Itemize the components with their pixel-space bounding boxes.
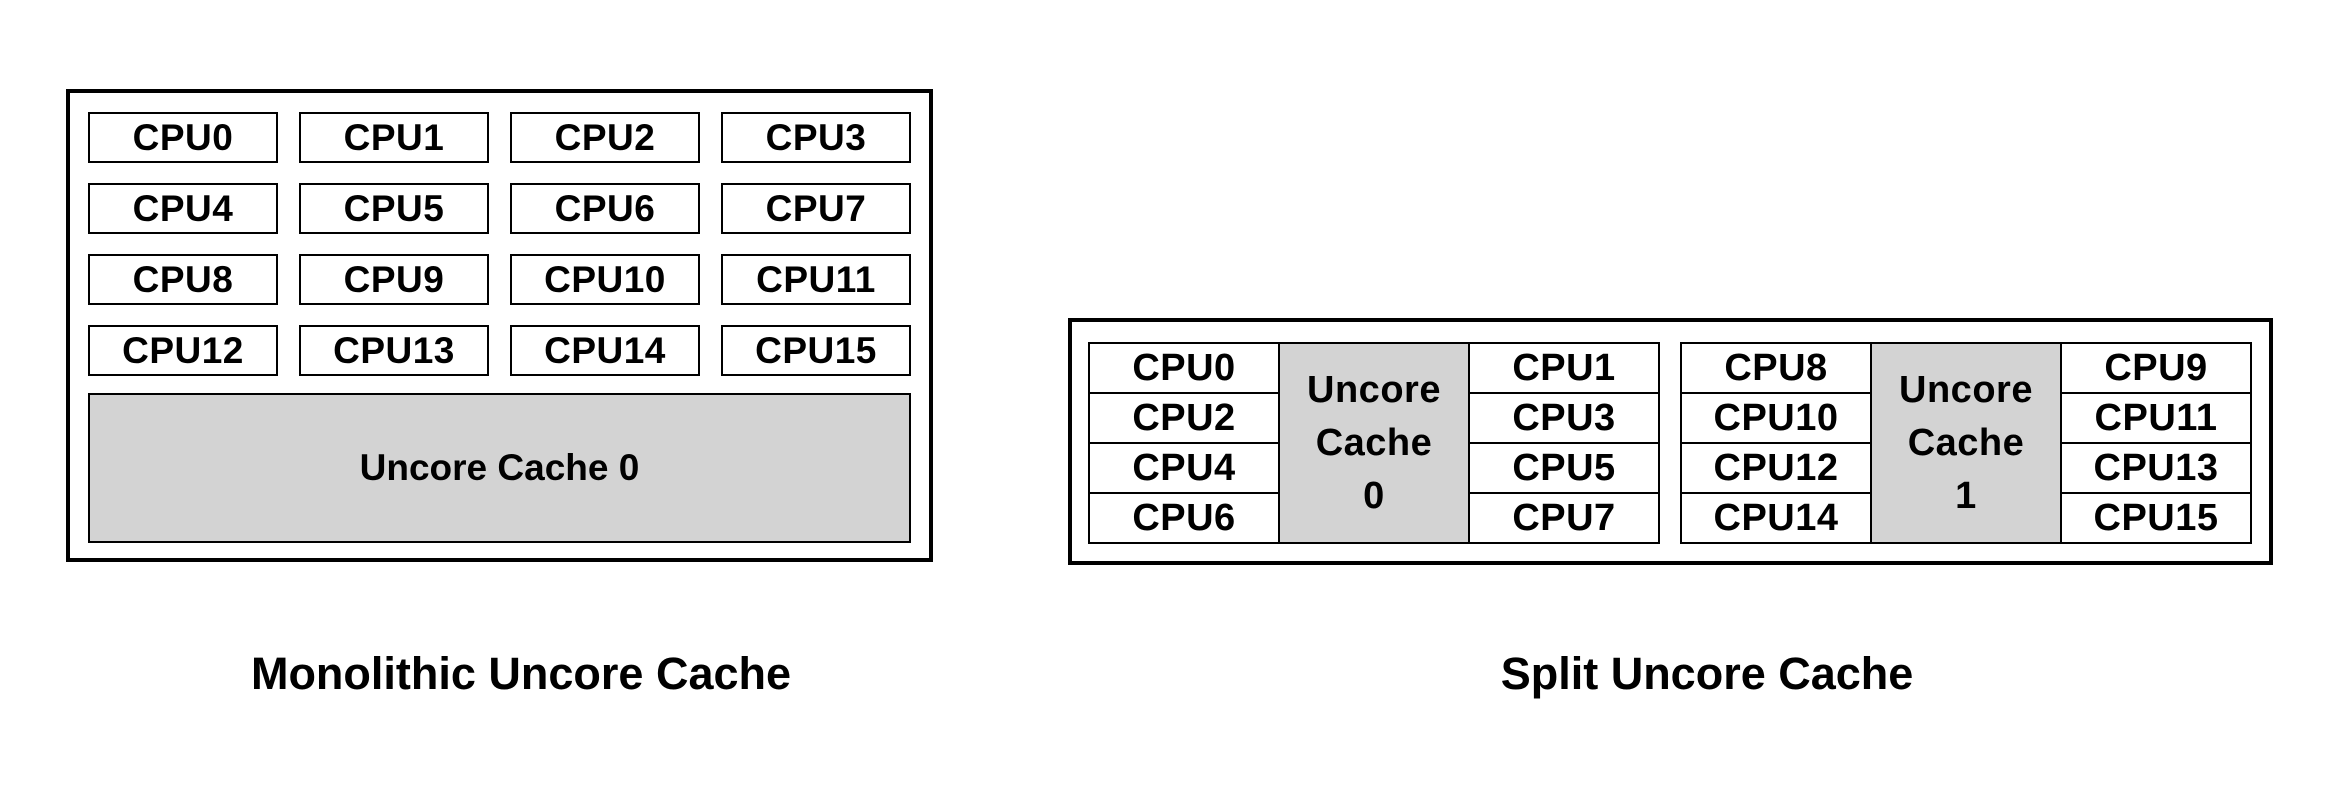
- cpu-box: CPU5: [1470, 444, 1658, 492]
- split-caption: Split Uncore Cache: [1500, 648, 1914, 699]
- cpu-box: CPU13: [2062, 444, 2250, 492]
- uncore-cache-0-box: Uncore Cache 0: [88, 393, 911, 543]
- monolithic-cpu-grid: CPU0 CPU1 CPU2 CPU3 CPU4 CPU5 CPU6 CPU7 …: [88, 112, 911, 376]
- cpu-box: CPU0: [88, 112, 278, 163]
- cpu-box: CPU10: [1682, 394, 1870, 442]
- uncore-cache-label-line: 1: [1955, 474, 1977, 517]
- uncore-cache-label-line: Uncore: [1899, 368, 2033, 411]
- cpu-box: CPU12: [1682, 444, 1870, 492]
- cpu-box: CPU6: [1090, 494, 1278, 542]
- cpu-box: CPU14: [510, 325, 700, 376]
- cpu-box: CPU3: [721, 112, 911, 163]
- cpu-box: CPU3: [1470, 394, 1658, 442]
- cpu-box: CPU4: [88, 183, 278, 234]
- cpu-box: CPU4: [1090, 444, 1278, 492]
- cpu-box: CPU14: [1682, 494, 1870, 542]
- cpu-box: CPU2: [510, 112, 700, 163]
- cpu-box: CPU5: [299, 183, 489, 234]
- uncore-cache-1-split-box: Uncore Cache 1: [1872, 344, 2060, 542]
- split-group-1: CPU8 CPU10 CPU12 CPU14 Uncore Cache 1 CP…: [1680, 342, 2252, 544]
- cpu-box: CPU2: [1090, 394, 1278, 442]
- cpu-box: CPU9: [2062, 344, 2250, 392]
- cpu-box: CPU15: [2062, 494, 2250, 542]
- monolithic-diagram: CPU0 CPU1 CPU2 CPU3 CPU4 CPU5 CPU6 CPU7 …: [66, 89, 933, 562]
- cpu-box: CPU8: [1682, 344, 1870, 392]
- cpu-box: CPU11: [721, 254, 911, 305]
- cpu-box: CPU12: [88, 325, 278, 376]
- cpu-box: CPU11: [2062, 394, 2250, 442]
- cpu-box: CPU0: [1090, 344, 1278, 392]
- split-diagram: CPU0 CPU2 CPU4 CPU6 Uncore Cache 0 CPU1 …: [1068, 318, 2273, 565]
- cpu-box: CPU6: [510, 183, 700, 234]
- uncore-cache-label-line: Cache: [1907, 421, 2025, 464]
- cpu-box: CPU10: [510, 254, 700, 305]
- monolithic-caption: Monolithic Uncore Cache: [250, 648, 792, 699]
- cpu-box: CPU15: [721, 325, 911, 376]
- split-group-0: CPU0 CPU2 CPU4 CPU6 Uncore Cache 0 CPU1 …: [1088, 342, 1660, 544]
- cpu-box: CPU8: [88, 254, 278, 305]
- uncore-cache-0-split-box: Uncore Cache 0: [1280, 344, 1468, 542]
- cpu-box: CPU13: [299, 325, 489, 376]
- uncore-cache-label-line: Cache: [1315, 421, 1433, 464]
- cpu-box: CPU7: [1470, 494, 1658, 542]
- uncore-cache-label-line: 0: [1363, 474, 1385, 517]
- cpu-box: CPU9: [299, 254, 489, 305]
- cpu-box: CPU1: [299, 112, 489, 163]
- cpu-box: CPU7: [721, 183, 911, 234]
- cpu-box: CPU1: [1470, 344, 1658, 392]
- uncore-cache-label-line: Uncore: [1307, 368, 1441, 411]
